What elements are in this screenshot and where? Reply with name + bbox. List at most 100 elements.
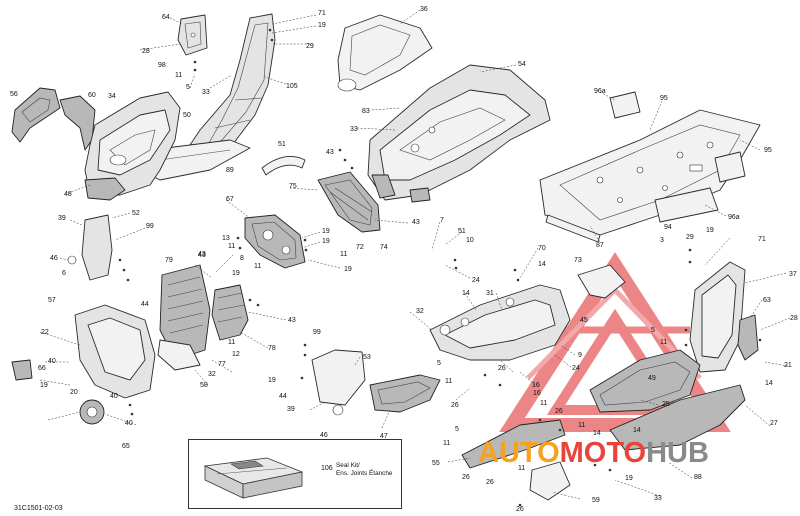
callout-60: 60	[88, 92, 96, 99]
callout-39: 39	[58, 215, 66, 222]
callout-31: 31	[486, 290, 494, 297]
callout-16: 16	[532, 382, 540, 389]
part-56-side-trim	[11, 87, 61, 143]
callout-72: 72	[356, 244, 364, 251]
callout-28b: 28	[790, 315, 798, 322]
part-37-right-panel	[689, 261, 746, 373]
part-59-bracket	[529, 461, 571, 501]
callout-14d: 14	[593, 430, 601, 437]
callout-19i: 19	[625, 475, 633, 482]
callout-99: 99	[146, 223, 154, 230]
callout-58: 58	[200, 382, 208, 389]
fasteners	[118, 28, 762, 507]
callout-32b: 32	[416, 308, 424, 315]
callout-26d: 26	[462, 474, 470, 481]
callout-19h: 19	[706, 227, 714, 234]
callout-12: 12	[232, 351, 240, 358]
callout-11i: 11	[578, 422, 585, 429]
callout-40b: 40	[110, 393, 118, 400]
callout-32: 32	[208, 371, 216, 378]
callout-26b: 26	[451, 402, 459, 409]
callout-89: 89	[226, 167, 234, 174]
callout-29b: 29	[686, 234, 694, 241]
callout-33: 33	[202, 89, 210, 96]
callout-28: 28	[142, 48, 150, 55]
callout-11k: 11	[518, 465, 525, 472]
callout-5: 5	[186, 84, 190, 91]
callout-54: 54	[518, 61, 526, 68]
callout-29: 29	[306, 43, 314, 50]
callout-47: 47	[380, 433, 388, 440]
part-36-hood-cover	[337, 14, 433, 92]
callout-55: 55	[432, 460, 440, 467]
callout-65: 65	[122, 443, 130, 450]
part-27-lower-step	[609, 384, 746, 451]
part-54-front-hood	[367, 64, 551, 203]
callout-96a: 96a	[594, 88, 606, 95]
part-64-bracket	[177, 14, 208, 56]
callout-11g: 11	[445, 378, 452, 385]
callout-43: 43	[326, 149, 334, 156]
part-65-round-part	[79, 399, 105, 425]
part-53-panel	[311, 349, 366, 416]
callout-50: 50	[183, 112, 191, 119]
callout-94: 94	[664, 224, 672, 231]
callout-63: 63	[763, 297, 771, 304]
watermark-word-hub: HUB	[646, 437, 709, 469]
callout-16b: 16	[533, 390, 541, 397]
part-60-strip	[59, 95, 96, 151]
seal-kit-label-line1: Seal Kit/	[336, 462, 360, 469]
callout-74: 74	[380, 244, 388, 251]
callout-11: 11	[175, 72, 182, 79]
callout-3: 3	[660, 237, 664, 244]
callout-40c: 40	[125, 420, 133, 427]
callout-44: 44	[141, 301, 149, 308]
callout-73: 73	[574, 257, 582, 264]
callout-11h: 11	[540, 400, 547, 407]
part-87-floor-edge	[545, 214, 601, 243]
callout-numbers: 64 71 19 29 28 98 11 5 33 105 36 56 60 3…	[10, 6, 798, 513]
callout-75: 75	[289, 183, 297, 190]
callout-99b: 99	[313, 329, 321, 336]
callout-26e: 26	[486, 479, 494, 486]
callout-24: 24	[472, 277, 480, 284]
seal-kit-box	[188, 439, 402, 509]
callout-11c: 11	[340, 251, 347, 258]
callout-39b: 39	[287, 406, 295, 413]
callout-43b: 43	[198, 251, 206, 258]
callout-96a-b: 96a	[728, 214, 740, 221]
callout-22: 22	[41, 329, 49, 336]
watermark-logo-text: AUTOMOTOHUB	[478, 437, 709, 470]
callout-64: 64	[162, 14, 170, 21]
part-57-lower-panel	[74, 304, 156, 399]
callout-26: 26	[498, 365, 506, 372]
callout-78: 78	[268, 345, 276, 352]
watermark-word-moto: MOTO	[559, 437, 647, 469]
callout-43c: 43	[412, 219, 420, 226]
callout-14: 14	[538, 261, 546, 268]
callout-53: 53	[363, 354, 371, 361]
part-96a-floor-plate-left	[609, 91, 641, 119]
callout-19g: 19	[268, 377, 276, 384]
callout-21: 21	[784, 362, 792, 369]
callout-11d: 11	[254, 263, 261, 270]
callout-46b: 46	[320, 432, 328, 439]
part-31-side-rail	[429, 284, 571, 361]
seal-kit-label: Seal Kit/ Ens. Joints Étanche	[336, 462, 396, 478]
callout-26c: 26	[555, 408, 563, 415]
part-66-light	[11, 359, 33, 381]
callout-88: 88	[694, 474, 702, 481]
callout-14b: 14	[462, 290, 470, 297]
part-48-fender-lower	[84, 177, 126, 201]
callout-37: 37	[789, 271, 797, 278]
callout-95: 95	[660, 95, 668, 102]
callout-26f: 26	[516, 506, 524, 513]
callout-51: 51	[278, 141, 286, 148]
callout-105: 105	[286, 83, 298, 90]
part-55-tube	[461, 419, 566, 469]
callout-67: 67	[226, 196, 234, 203]
callout-70: 70	[538, 245, 546, 252]
callout-43e: 43	[288, 317, 296, 324]
callout-66: 66	[38, 365, 46, 372]
